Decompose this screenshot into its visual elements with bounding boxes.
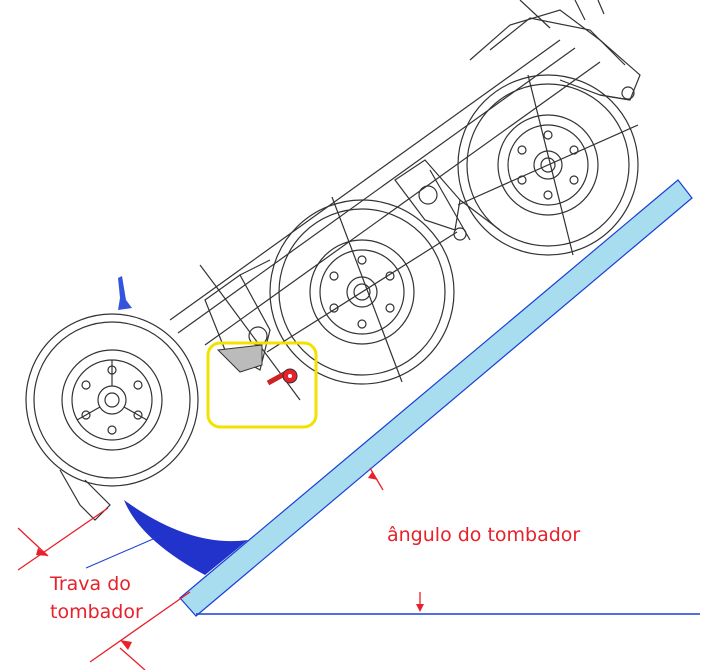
wheel-icon [25,313,199,487]
tilt-angle-label: ângulo do tombador [387,524,580,546]
trailer-chassis [59,0,641,521]
lock-bracket [216,344,263,373]
lock-highlight-box [206,341,318,429]
lock-label-line2: tombador [50,601,143,623]
wheel-icon [266,196,458,385]
wheel-icon [457,74,639,256]
annotation-lines [17,467,421,670]
lock-wedge [124,500,248,575]
front-blue-bracket [118,276,132,310]
arrow-heads [36,472,424,650]
lock-pin-icon [266,368,298,386]
tipper-ramp [179,179,693,617]
construction-line [85,535,161,569]
lock-label-line1: Trava do [49,573,131,595]
